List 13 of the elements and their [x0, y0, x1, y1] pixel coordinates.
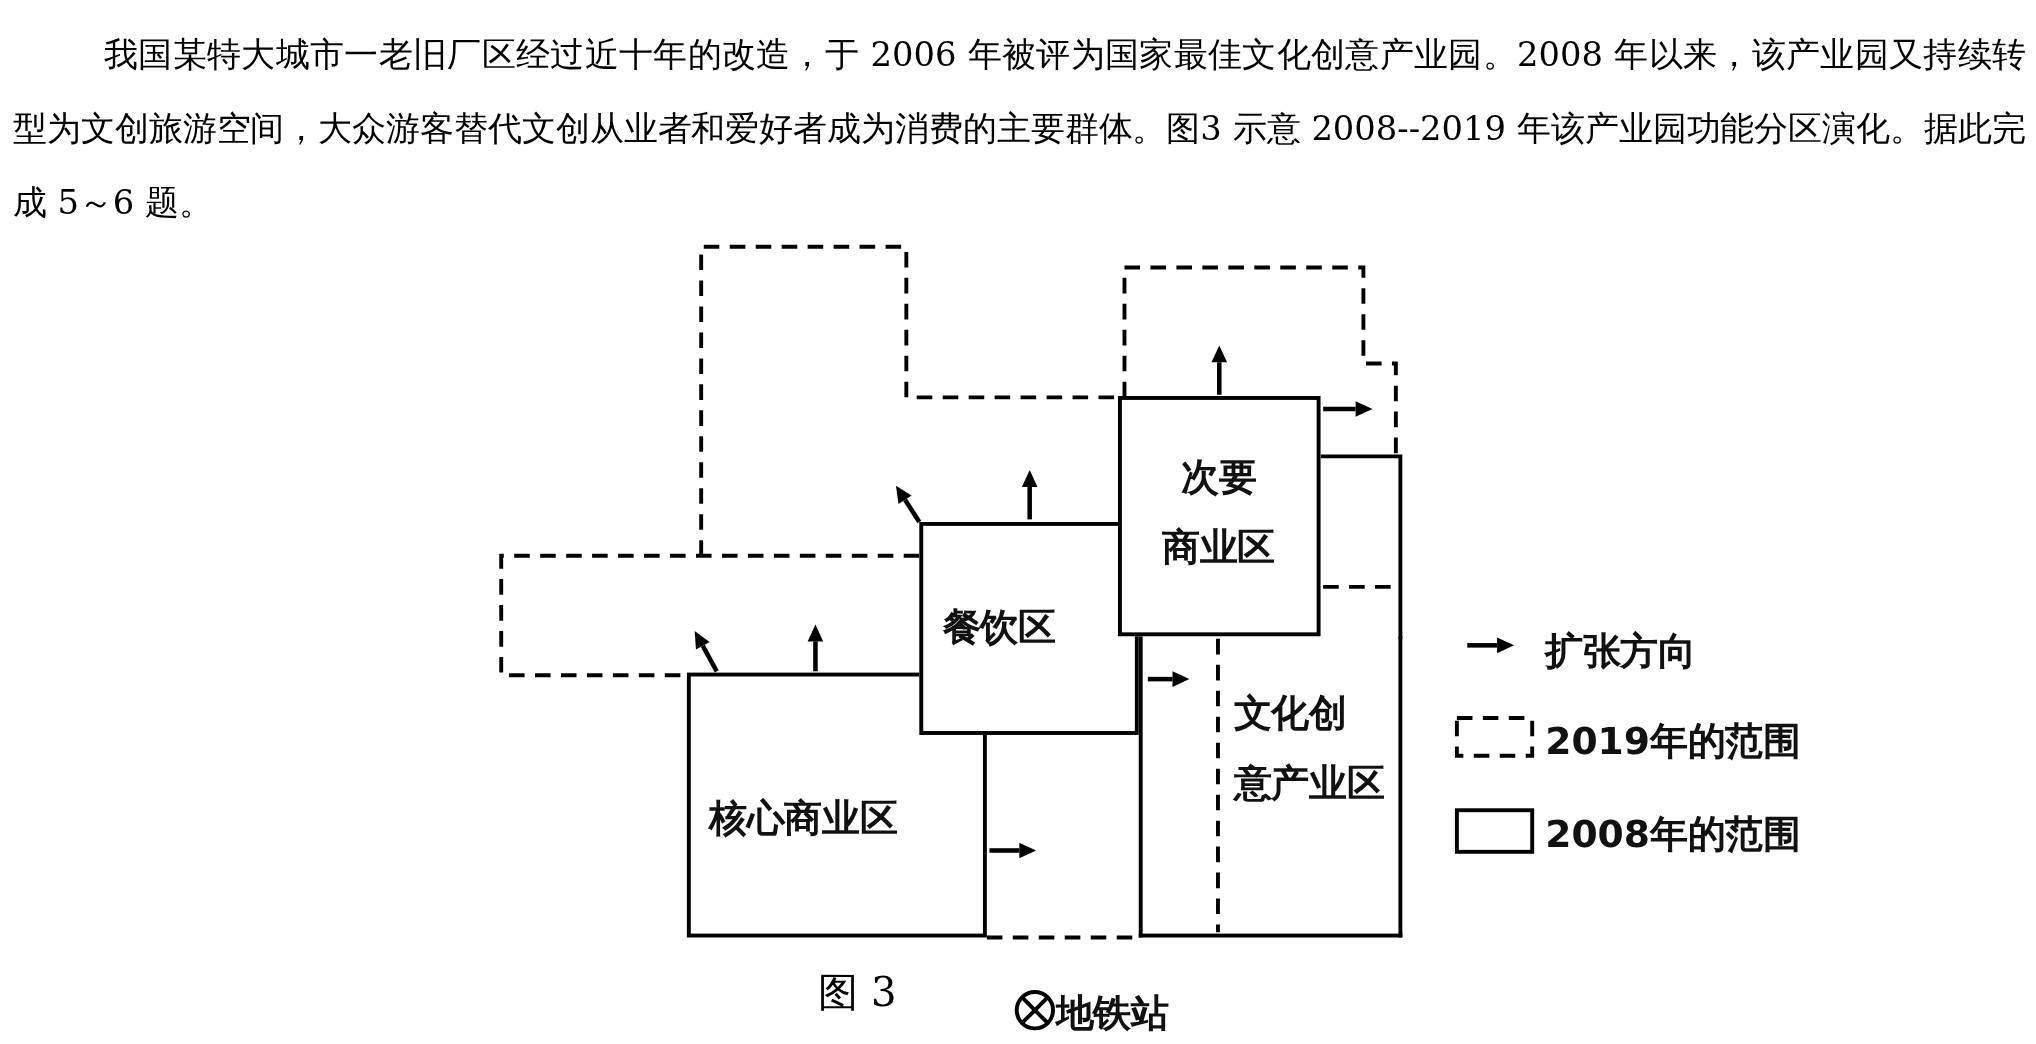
legend-text: 扩张方向	[1545, 627, 1696, 675]
legend-text: 2019年的范围	[1545, 718, 1801, 766]
legend-text: 2008年的范围	[1545, 810, 1801, 858]
zone-label: 文化创意产业区	[1233, 689, 1385, 808]
zone-area	[686, 672, 987, 938]
figure-caption: 图 3	[818, 967, 897, 1018]
zone-label: 餐饮区	[942, 604, 1056, 652]
zone-area	[919, 522, 1139, 735]
legend-text: 地铁站	[1055, 989, 1169, 1037]
question-text: 我国某特大城市一老旧厂区经过近十年的改造，于 2006 年被评为国家最佳文化创意产业园。2008 年以来，该产业园又持续转型为文创旅游空间，大众游客替代文创从业者和爱好者成为消费的主要群体。图3 示意 2008--2019 年该产业园功能分区演化。据此完成 5～6 题。	[13, 34, 2026, 225]
zone-area	[1118, 396, 1321, 637]
zone-label: 次要商业区	[1162, 453, 1276, 571]
zone-label: 核心商业区	[708, 794, 898, 843]
